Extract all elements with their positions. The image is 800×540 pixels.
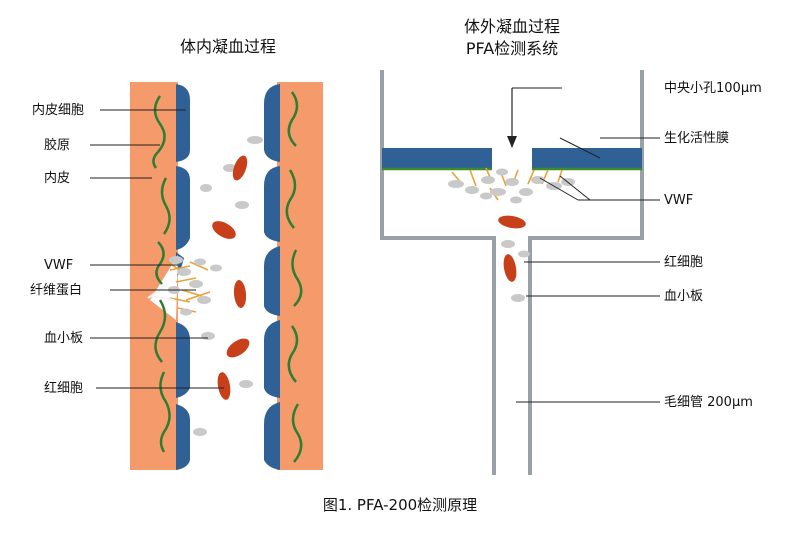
label-red-cell-right: 红细胞	[664, 254, 703, 270]
label-endothelium: 内皮	[44, 170, 70, 186]
label-platelet-left: 血小板	[44, 331, 83, 346]
label-endothelial-cell: 内皮细胞	[32, 102, 84, 118]
membrane-left	[382, 148, 492, 168]
label-capillary: 毛细管 200μm	[664, 395, 753, 410]
label-vwf-left: VWF	[44, 258, 73, 273]
label-red-cell-left: 红细胞	[44, 380, 83, 396]
in-vivo-leaders	[90, 109, 224, 389]
figure-caption: 图1. PFA-200检测原理	[323, 496, 477, 514]
endothelium-left	[176, 84, 190, 470]
in-vitro-panel: 体外凝血过程 PFA检测系统	[380, 17, 762, 475]
red-cells-left	[212, 155, 250, 400]
label-fibrin: 纤维蛋白	[30, 282, 82, 298]
collagen-fibers-right	[285, 91, 303, 463]
in-vivo-title: 体内凝血过程	[180, 37, 276, 56]
in-vitro-leaders	[516, 137, 660, 403]
in-vivo-panel: 体内凝血过程	[30, 37, 323, 470]
fibrin-strands	[147, 283, 175, 301]
vwf-filaments-left	[167, 261, 211, 313]
label-vwf-right: VWF	[664, 193, 693, 208]
in-vitro-title-line1: 体外凝血过程	[464, 17, 560, 36]
membrane-right	[532, 148, 642, 168]
aperture-arrow	[507, 87, 562, 148]
label-aperture: 中央小孔100μm	[664, 81, 762, 96]
vessel-wall-right	[277, 82, 323, 470]
red-cells-right	[498, 215, 526, 282]
endothelium-right	[264, 84, 280, 470]
label-collagen: 胶原	[44, 137, 70, 153]
label-platelet-right: 血小板	[664, 289, 703, 304]
label-membrane: 生化活性膜	[664, 131, 729, 146]
platelets-right	[448, 168, 575, 302]
in-vitro-title-line2: PFA检测系统	[466, 39, 558, 58]
